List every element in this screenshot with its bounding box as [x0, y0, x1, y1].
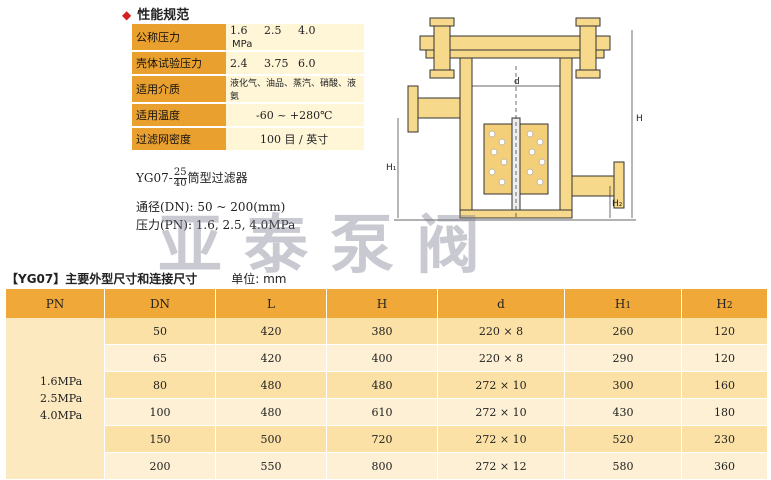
table-row: 65 420 400 220 × 8 290 120	[6, 344, 768, 372]
nut-right-bottom	[575, 69, 601, 79]
spec-label: 壳体试验压力	[132, 51, 226, 76]
dim-d-label: d	[514, 77, 520, 87]
spec-row-temperature: 适用温度 -60 ~ +280℃	[132, 103, 364, 128]
header-h2: H2	[681, 289, 768, 318]
model-dn: 通径(DN): 50 ~ 200(mm)	[136, 200, 286, 214]
header-d: d	[437, 289, 565, 318]
body-wall-right	[559, 57, 573, 219]
spec-row-mesh: 过滤网密度 100 目 / 英寸	[132, 127, 364, 152]
dimensions-table: PN DN L H d H1 H2 1.6MPa 2.5MPa 4.0MPa 5…	[6, 289, 768, 480]
table-row: 100 480 610 272 × 10 430 180	[6, 398, 768, 426]
header-pn: PN	[6, 289, 105, 318]
table-row: 150 500 720 272 × 10 520 230	[6, 425, 768, 453]
nut-left-bottom	[429, 69, 455, 79]
spec-value: 液化气、油品、蒸汽、硝酸、液氨	[226, 75, 364, 104]
spec-value: -60 ~ +280℃	[226, 103, 364, 128]
diamond-bullet-icon: ◆	[122, 8, 132, 22]
header-h: H	[326, 289, 438, 318]
table-row: 80 480 480 272 × 10 300 160	[6, 371, 768, 399]
dim-h1-label: H₁	[386, 163, 397, 173]
table-heading: 【YG07】主要外型尺寸和连接尺寸单位: mm	[6, 272, 287, 286]
dim-h-label: H	[636, 114, 643, 124]
top-flange	[425, 49, 605, 59]
filter-drawing: H H₁ H₂ d	[386, 17, 643, 221]
header-l: L	[215, 289, 327, 318]
outlet-pipe	[571, 175, 619, 197]
header-h1: H1	[564, 289, 682, 318]
inlet-pipe	[413, 97, 461, 119]
table-row: 1.6MPa 2.5MPa 4.0MPa 50 420 380 220 × 8 …	[6, 318, 768, 480]
nut-left-top	[429, 17, 455, 27]
spec-label: 适用介质	[132, 75, 226, 104]
pressure-unit: MPa	[232, 39, 253, 50]
spec-label: 过滤网密度	[132, 127, 226, 152]
bolt-left	[433, 19, 451, 79]
watermark: 亚泰泵阀	[158, 209, 502, 283]
spec-label: 适用温度	[132, 103, 226, 128]
table-row: 200 550 800 272 × 12 580 360	[6, 452, 768, 480]
model-pn: 压力(PN): 1.6, 2.5, 4.0MPa	[136, 218, 296, 232]
bolt-right	[579, 19, 597, 79]
spec-row-medium: 适用介质 液化气、油品、蒸汽、硝酸、液氨	[132, 75, 364, 104]
table-header-row: PN DN L H d H1 H2	[6, 289, 768, 318]
spec-heading: ◆性能规范	[122, 8, 190, 23]
spec-label: 公称压力	[132, 24, 226, 52]
unit-label: 单位: mm	[231, 272, 287, 286]
dim-h2-label: H₂	[612, 199, 623, 209]
nut-right-top	[575, 17, 601, 27]
outlet-flange	[613, 161, 625, 209]
header-dn: DN	[104, 289, 216, 318]
pn-cell: 1.6MPa 2.5MPa 4.0MPa	[6, 318, 105, 480]
inlet-flange	[407, 85, 419, 133]
spec-value: 100 目 / 英寸	[226, 127, 364, 152]
